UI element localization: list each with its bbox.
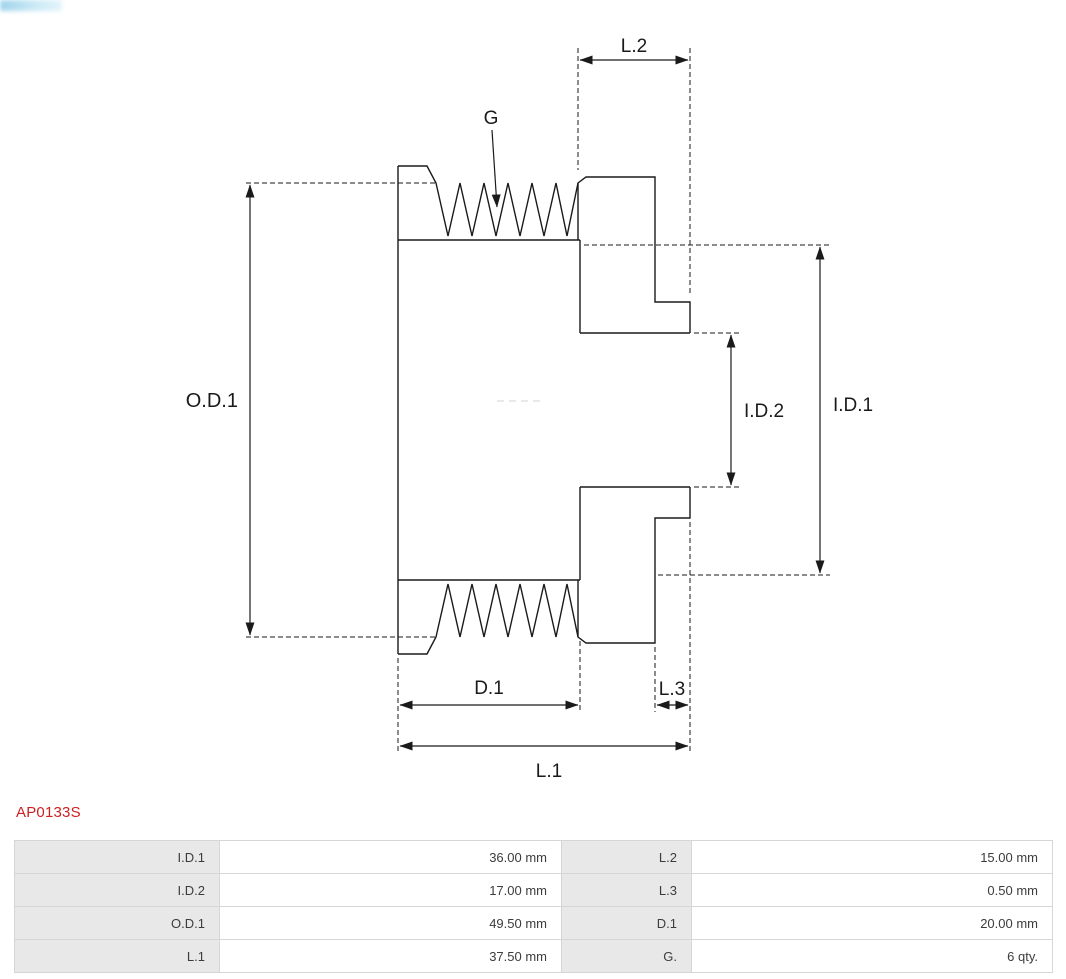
pulley-bottom-profile (398, 487, 691, 655)
spec-value-cell: 15.00 mm (691, 840, 1053, 874)
spec-label-cell: L.1 (14, 939, 220, 973)
dim-label-id2: I.D.2 (744, 401, 784, 422)
spec-label-cell: D.1 (561, 906, 692, 940)
spec-row: L.1 37.50 mm G. 6 qty. (14, 939, 1053, 973)
dim-label-l2: L.2 (621, 36, 647, 57)
pulley-body-lines (398, 239, 580, 581)
spec-row: O.D.1 49.50 mm D.1 20.00 mm (14, 906, 1053, 940)
spec-label-cell: L.2 (561, 840, 692, 874)
spec-value-cell: 17.00 mm (219, 873, 562, 907)
extension-lines (246, 48, 830, 752)
spec-value-cell: 0.50 mm (691, 873, 1053, 907)
dim-label-od1: O.D.1 (186, 390, 238, 412)
spec-row: I.D.1 36.00 mm L.2 15.00 mm (14, 840, 1053, 874)
ext-l2 (577, 48, 691, 296)
pulley-outline (397, 165, 691, 655)
spec-label-cell: I.D.2 (14, 873, 220, 907)
dim-label-id1: I.D.1 (833, 395, 873, 416)
dim-label-l3: L.3 (659, 679, 685, 700)
ext-od1 (246, 182, 436, 638)
spec-label-cell: L.3 (561, 873, 692, 907)
dim-label-l1: L.1 (536, 761, 562, 782)
pulley-top-profile (398, 165, 691, 333)
spec-value-cell: 20.00 mm (691, 906, 1053, 940)
spec-table: I.D.1 36.00 mm L.2 15.00 mm I.D.2 17.00 … (14, 840, 1053, 973)
spec-value-cell: 36.00 mm (219, 840, 562, 874)
spec-value-cell: 37.50 mm (219, 939, 562, 973)
logo-blur (0, 0, 62, 11)
spec-label-cell: G. (561, 939, 692, 973)
dim-label-d1: D.1 (474, 678, 504, 699)
ext-l3-l1 (654, 522, 691, 752)
spec-label-cell: O.D.1 (14, 906, 220, 940)
groove-leader-line (491, 129, 501, 208)
ext-d1-l1 (397, 641, 581, 752)
pulley-drawing: O.D.1 L.2 G I.D.2 I.D.1 D.1 L.3 L.1 (186, 36, 873, 782)
spec-value-cell: 49.50 mm (219, 906, 562, 940)
spec-value-cell: 6 qty. (691, 939, 1053, 973)
part-number: AP0133S (16, 804, 81, 821)
spec-label-cell: I.D.1 (14, 840, 220, 874)
pulley-right-edges (577, 183, 581, 637)
ext-id1 (584, 244, 830, 576)
pulley-bore-lines (580, 332, 690, 488)
groove-label-g: G (484, 108, 499, 129)
ext-id2 (694, 332, 742, 488)
dimension-lines (245, 55, 825, 751)
spec-row: I.D.2 17.00 mm L.3 0.50 mm (14, 873, 1053, 907)
